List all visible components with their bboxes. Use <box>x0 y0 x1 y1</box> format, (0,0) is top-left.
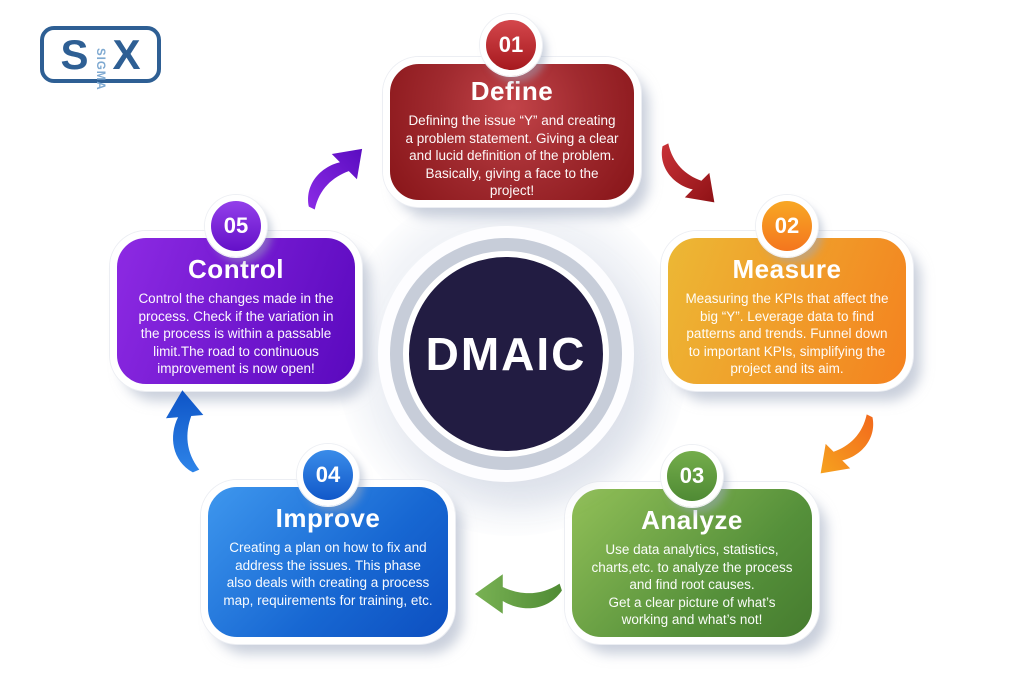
logo-sigma-vertical-text: SIGMA <box>93 47 106 91</box>
arrow-measure-to-analyze-icon <box>820 414 874 474</box>
step-description-measure: Measuring the KPIs that affect the big “… <box>685 291 889 377</box>
step-title-define: Define <box>470 76 554 106</box>
step-badge-02: 02 <box>756 195 818 257</box>
step-card-control: Control Control the changes made in the … <box>110 231 362 391</box>
step-description-analyze: Use data analytics, statistics, charts,e… <box>591 542 793 628</box>
arrow-define-to-measure-icon <box>661 143 715 203</box>
step-badge-03: 03 <box>661 445 723 507</box>
step-title-improve: Improve <box>275 503 381 533</box>
six-sigma-logo: S SIGMA X <box>40 26 161 91</box>
step-title-analyze: Analyze <box>641 505 743 535</box>
step-card-measure: Measure Measuring the KPIs that affect t… <box>661 231 913 391</box>
logo-letter-x: X <box>112 30 141 78</box>
step-description-define: Defining the issue “Y” and creating a pr… <box>405 113 619 199</box>
step-description-improve: Creating a plan on how to fix and addres… <box>223 540 433 608</box>
dmaic-label: DMAIC <box>425 328 587 380</box>
step-badge-04: 04 <box>297 444 359 506</box>
step-title-measure: Measure <box>732 254 842 284</box>
step-description-control: Control the changes made in the process.… <box>138 291 334 377</box>
dmaic-center-circle: DMAIC <box>403 251 609 457</box>
logo-letter-s: S <box>60 30 89 78</box>
step-card-improve: Improve Creating a plan on how to fix an… <box>201 480 455 644</box>
step-title-control: Control <box>188 254 284 284</box>
step-card-define: Define Defining the issue “Y” and creati… <box>383 57 641 207</box>
step-badge-01: 01 <box>480 14 542 76</box>
arrow-improve-to-control-icon <box>165 390 204 473</box>
step-card-analyze: Analyze Use data analytics, statistics, … <box>565 482 819 644</box>
step-badge-05: 05 <box>205 195 267 257</box>
arrow-analyze-to-improve-icon <box>474 574 562 614</box>
arrow-control-to-define-icon <box>308 148 363 210</box>
